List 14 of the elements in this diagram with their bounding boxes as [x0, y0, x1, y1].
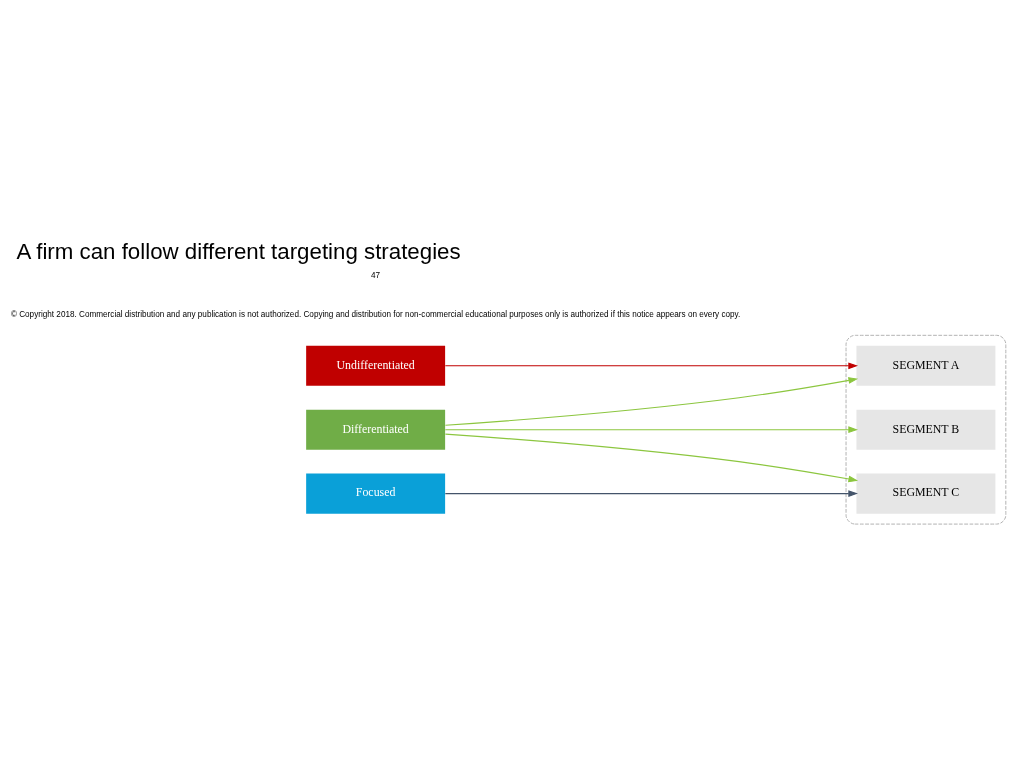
arrow [444, 433, 859, 483]
arrow [444, 426, 858, 434]
node-box: Focused [306, 473, 446, 514]
arrow [444, 377, 859, 426]
node-box: SEGMENT B [856, 409, 996, 450]
arrow [444, 362, 858, 370]
label: 47 [371, 270, 381, 280]
label: © Copyright 2018. Commercial distribution and any publication is not authorized. Copying and distribution for non-commercial educational purposes only is authorized if this notice appears on every copy. [10, 309, 741, 319]
node-box: SEGMENT C [856, 473, 996, 514]
arrow [444, 490, 858, 497]
node-box: Undifferentiated [306, 345, 446, 386]
diagram-title: A firm can follow different targeting strategies [16, 238, 461, 264]
node-box: SEGMENT A [856, 345, 996, 386]
node-box: Differentiated [306, 409, 446, 450]
